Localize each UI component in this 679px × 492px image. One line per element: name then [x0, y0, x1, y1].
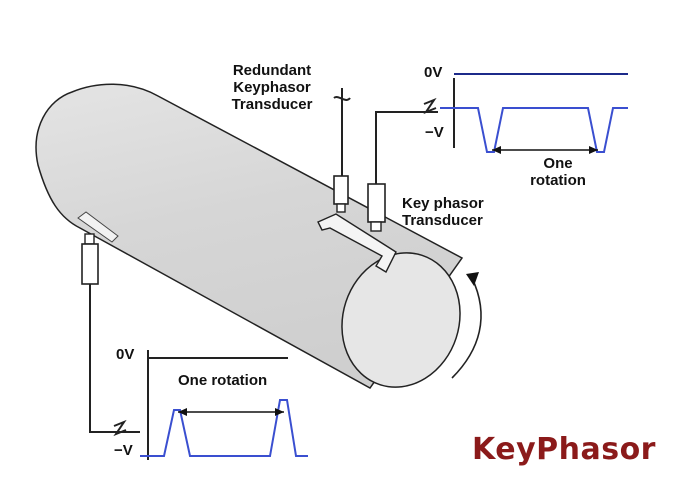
keyphasor-probe-tip — [370, 221, 382, 232]
redundant-cable-break-icon — [333, 96, 351, 101]
keyphasor-label-line-1: Key phasor — [402, 195, 484, 212]
brand-title: KeyPhasor — [472, 432, 656, 467]
bottom-cable-break-icon — [113, 419, 127, 437]
rotation-arrowhead-icon — [466, 272, 479, 286]
keyway-notch — [77, 211, 119, 243]
bottom-one-rotation-label: One rotation — [178, 372, 268, 389]
keyphasor-cable — [375, 111, 438, 184]
bottom-zero-volt-label: 0V — [116, 346, 135, 363]
bottom-signal-trace — [140, 399, 308, 457]
top-one-rotation-line-1: One — [543, 155, 573, 172]
side-transducer — [81, 233, 140, 433]
side-probe-body — [81, 243, 99, 285]
keyphasor-transducer — [367, 111, 438, 232]
keyphasor-probe-body — [367, 183, 386, 223]
redundant-keyphasor-transducer — [333, 88, 351, 213]
top-signal-trace — [440, 107, 628, 153]
redundant-transducer-label: Redundant Keyphasor Transducer — [216, 62, 328, 113]
top-one-rotation-line-2: rotation — [530, 172, 586, 189]
rotating-shaft — [35, 83, 464, 389]
top-zero-volt-label: 0V — [424, 64, 443, 81]
top-one-rotation-label: One rotation — [512, 155, 604, 189]
redundant-probe-tip — [336, 203, 346, 213]
redundant-label-line-3: Transducer — [231, 96, 313, 113]
top-dimension-arrow-left-icon — [492, 146, 501, 154]
rotation-arc — [451, 277, 482, 379]
top-dimension-arrow-right-icon — [589, 146, 598, 154]
bottom-waveform-plot — [113, 350, 308, 460]
bottom-dimension-arrow-left-icon — [178, 408, 187, 416]
redundant-label-line-1: Redundant — [232, 62, 312, 79]
top-cable-break-icon — [423, 97, 437, 115]
keyphasor-label-line-2: Transducer — [402, 212, 483, 229]
redundant-label-line-2: Keyphasor — [233, 79, 311, 96]
rotation-arrow — [451, 272, 482, 379]
bottom-dimension-arrow-right-icon — [275, 408, 284, 416]
keyway-slot — [317, 213, 397, 273]
side-probe-tip — [84, 233, 95, 245]
top-waveform-plot — [423, 73, 628, 154]
redundant-probe-body — [333, 175, 349, 205]
shaft-end-face — [341, 252, 461, 388]
bottom-negative-volt-label: −V — [114, 442, 133, 459]
top-negative-volt-label: −V — [425, 124, 444, 141]
keyphasor-transducer-label: Key phasor Transducer — [402, 195, 484, 229]
